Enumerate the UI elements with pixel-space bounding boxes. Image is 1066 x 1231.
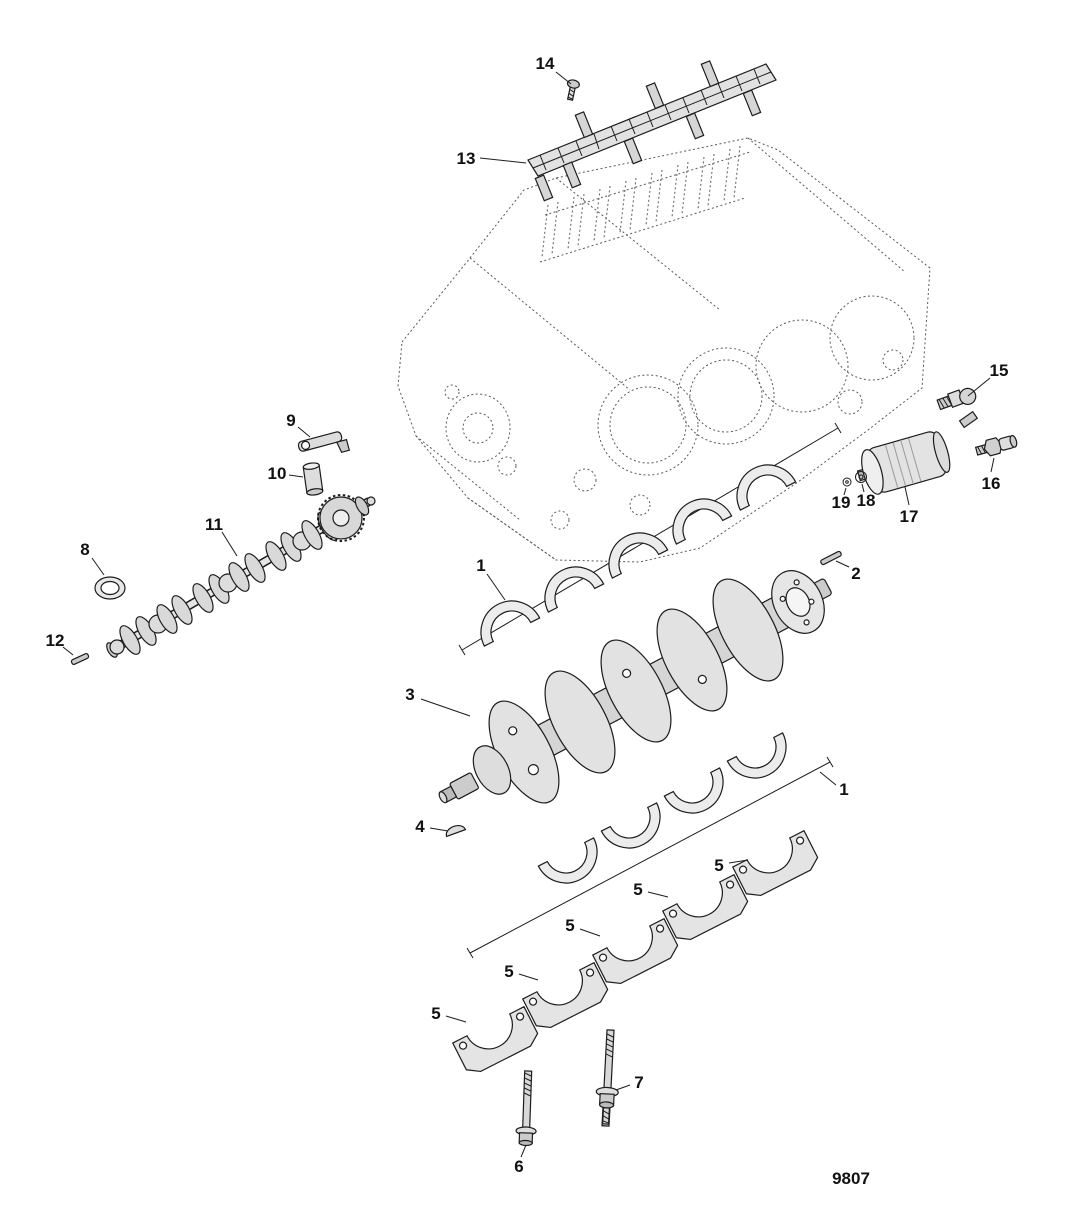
- callout-leader-line: [579, 928, 601, 937]
- main-bearing-upper-set: [458, 422, 842, 656]
- callout-leader-line: [518, 973, 539, 981]
- callout-label-5: 5: [714, 856, 723, 875]
- callout-label-17: 17: [900, 507, 919, 526]
- valve-lifter: [302, 462, 324, 496]
- callout-leader-line: [843, 487, 847, 496]
- callout-leader-line: [647, 891, 669, 898]
- callout-label-16: 16: [982, 474, 1001, 493]
- callout-leader-line: [835, 560, 850, 568]
- callout-leader-line: [91, 557, 105, 576]
- callout-label-4: 4: [415, 817, 425, 836]
- callout-label-19: 19: [832, 493, 851, 512]
- oil-fitting-tube: [958, 410, 979, 429]
- woodruff-key: [445, 824, 467, 838]
- main-bearing-caps: [451, 829, 819, 1073]
- bearing-cap-stud: [595, 1029, 619, 1127]
- main-bearing-lower-set: [466, 732, 834, 959]
- camshaft: [106, 494, 376, 658]
- filter-seal: [842, 477, 852, 487]
- callout-leader-line: [520, 1144, 527, 1158]
- callout-label-12: 12: [46, 631, 65, 650]
- callout-label-7: 7: [634, 1073, 643, 1092]
- callout-label-8: 8: [80, 540, 89, 559]
- callout-leader-line: [990, 457, 995, 473]
- callout-leader-line: [297, 426, 311, 438]
- callout-label-6: 6: [514, 1157, 523, 1176]
- callout-leader-line: [445, 1015, 467, 1023]
- callout-leader-line: [615, 1084, 631, 1091]
- callout-label-15: 15: [990, 361, 1009, 380]
- callout-label-1: 1: [476, 556, 485, 575]
- callout-leader-line: [420, 698, 471, 717]
- callout-label-14: 14: [536, 54, 555, 73]
- callout-leader-line: [479, 157, 527, 164]
- callout-label-18: 18: [857, 491, 876, 510]
- callout-label-1: 1: [839, 780, 848, 799]
- callout-label-5: 5: [504, 962, 513, 981]
- callout-leader-line: [555, 71, 572, 85]
- callout-leader-line: [486, 573, 506, 601]
- callout-leader-line: [728, 859, 749, 864]
- callout-label-11: 11: [205, 515, 223, 534]
- oil-fitting: [936, 387, 977, 411]
- cam-bearing: [94, 576, 126, 600]
- filter-washer: [855, 471, 867, 483]
- lifter-guide-retainer: [527, 60, 777, 202]
- engine-block-outline: [397, 137, 931, 563]
- bearing-cap-bolt: [515, 1070, 537, 1147]
- callout-leader-line: [967, 377, 991, 397]
- figure-number: 9807: [832, 1169, 870, 1188]
- callout-leader-line: [819, 771, 837, 786]
- callout-label-10: 10: [268, 464, 287, 483]
- dowel-pin: [820, 550, 842, 566]
- callout-label-13: 13: [457, 149, 476, 168]
- callout-leader-line: [904, 486, 910, 506]
- crankshaft: [438, 570, 832, 804]
- callout-label-5: 5: [431, 1004, 440, 1023]
- cam-thrust-retainer: [297, 431, 351, 454]
- callout-label-2: 2: [851, 564, 860, 583]
- callout-label-3: 3: [405, 685, 414, 704]
- retainer-screw: [566, 79, 580, 101]
- callout-label-5: 5: [565, 916, 574, 935]
- callout-leader-line: [861, 483, 865, 493]
- oil-filter: [856, 431, 951, 495]
- callout-leader-line: [429, 827, 449, 832]
- callout-leader-line: [221, 531, 238, 557]
- callout-label-9: 9: [286, 411, 295, 430]
- callout-label-5: 5: [633, 880, 642, 899]
- cam-key: [70, 652, 90, 666]
- callout-leader-line: [62, 646, 74, 656]
- callout-leader-line: [288, 474, 304, 478]
- oil-pressure-sensor: [974, 434, 1018, 457]
